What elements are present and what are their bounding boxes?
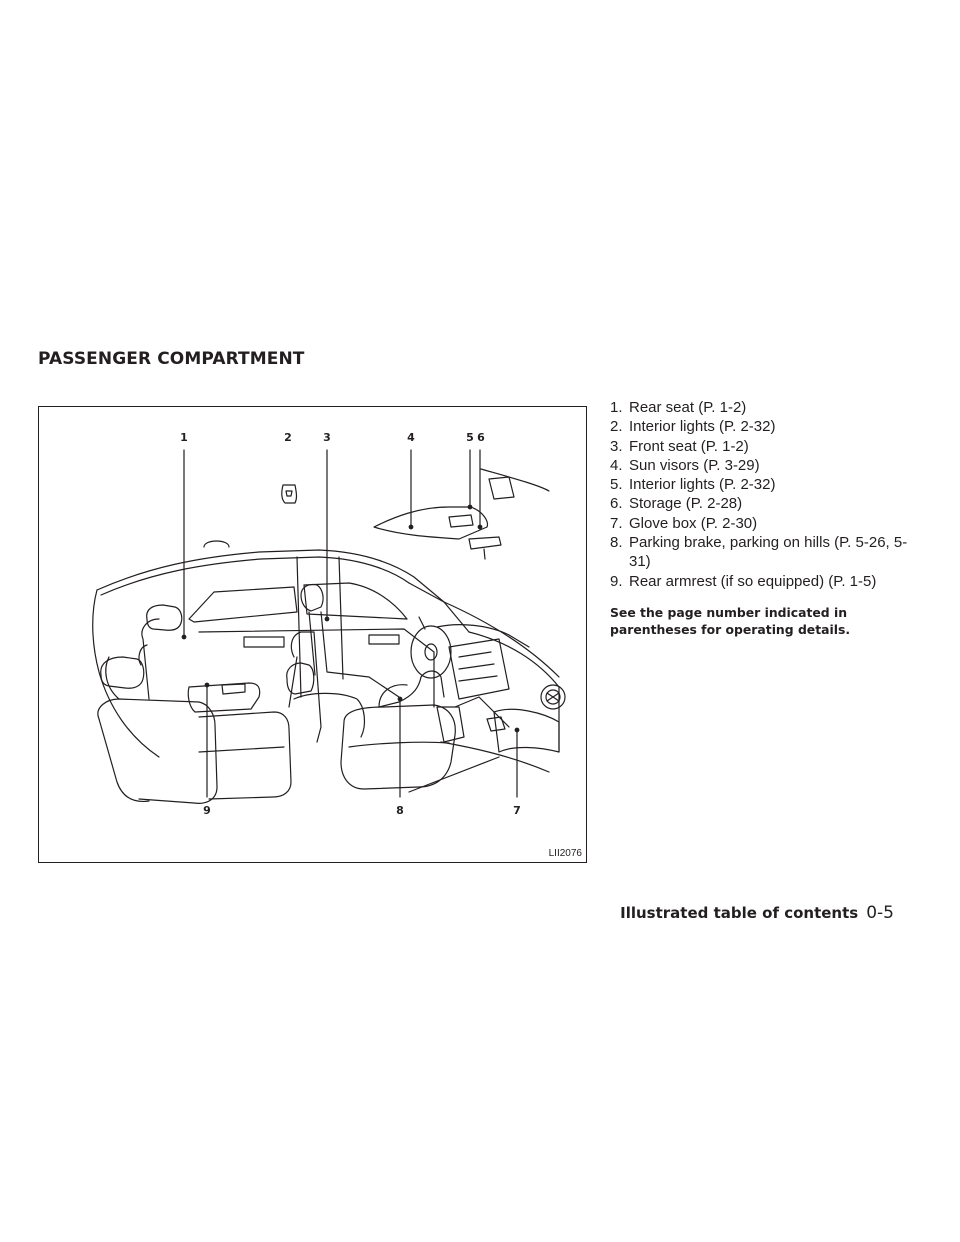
- page-footer: Illustrated table of contents 0-5: [620, 903, 894, 923]
- list-item: 5.Interior lights (P. 2-32): [610, 476, 776, 494]
- passenger-compartment-figure: 1 2 3 4 5 6 7 8 9 LII2076: [38, 406, 587, 863]
- callout-8: 8: [396, 804, 404, 817]
- callout-2: 2: [284, 431, 292, 444]
- figure-id: LII2076: [548, 848, 582, 859]
- callout-6: 6: [477, 431, 485, 444]
- operating-details-note: See the page number indicated in parenth…: [610, 605, 851, 638]
- callout-7: 7: [513, 804, 521, 817]
- component-list: 1.Rear seat (P. 1-2) 2.Interior lights (…: [610, 398, 910, 591]
- list-item: 8.Parking brake, parking on hills (P. 5-…: [610, 534, 908, 571]
- callout-9: 9: [203, 804, 211, 817]
- list-item: 2.Interior lights (P. 2-32): [610, 418, 776, 436]
- list-item: 9.Rear armrest (if so equipped) (P. 1-5): [610, 572, 877, 590]
- callout-3: 3: [323, 431, 331, 444]
- callout-4: 4: [407, 431, 415, 444]
- page-number: 0-5: [866, 903, 894, 923]
- callout-5: 5: [466, 431, 474, 444]
- list-item: 7.Glove box (P. 2-30): [610, 514, 758, 532]
- list-item: 3.Front seat (P. 1-2): [610, 437, 749, 455]
- list-item: 6.Storage (P. 2-28): [610, 495, 743, 513]
- car-interior-illustration: [92, 449, 566, 804]
- section-title: PASSENGER COMPARTMENT: [38, 349, 305, 369]
- list-item: 1.Rear seat (P. 1-2): [610, 399, 747, 416]
- footer-section-title: Illustrated table of contents: [620, 904, 859, 922]
- list-item: 4.Sun visors (P. 3-29): [610, 456, 760, 474]
- callout-1: 1: [180, 431, 188, 444]
